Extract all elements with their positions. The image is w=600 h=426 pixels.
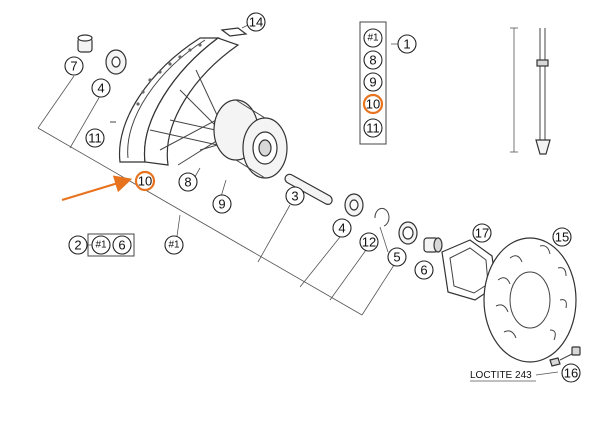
svg-text:14: 14 bbox=[249, 15, 263, 30]
brake-disc bbox=[483, 237, 577, 363]
svg-text:6: 6 bbox=[118, 238, 125, 253]
axle-spacer bbox=[284, 173, 333, 205]
svg-text:3: 3 bbox=[291, 189, 298, 204]
svg-text:1: 1 bbox=[403, 37, 410, 52]
small-box-item-1: #1 bbox=[91, 235, 111, 255]
callout-14: 14 bbox=[246, 12, 266, 32]
svg-text:15: 15 bbox=[555, 230, 569, 245]
svg-text:10: 10 bbox=[366, 97, 380, 112]
callout-3: 3 bbox=[285, 186, 305, 206]
highlight-arrow bbox=[61, 175, 133, 202]
svg-text:#1: #1 bbox=[168, 240, 180, 251]
callout-15: 15 bbox=[552, 227, 572, 247]
disc-bolt bbox=[549, 346, 581, 367]
svg-text:16: 16 bbox=[564, 366, 578, 381]
group-item-11: 11 bbox=[363, 118, 383, 138]
svg-text:12: 12 bbox=[362, 235, 376, 250]
svg-text:#1: #1 bbox=[367, 33, 379, 44]
callout-12: 12 bbox=[359, 232, 379, 252]
group-item-1: #1 bbox=[363, 28, 383, 48]
spacer-small bbox=[77, 34, 93, 53]
bearing-left bbox=[105, 49, 127, 75]
small-box-item-6: 6 bbox=[112, 235, 132, 255]
small-box-label-2: 2 bbox=[68, 235, 88, 255]
shaft-seal bbox=[398, 221, 418, 245]
callout-9: 9 bbox=[212, 194, 232, 214]
svg-text:8: 8 bbox=[184, 175, 191, 190]
svg-text:8: 8 bbox=[369, 53, 376, 68]
svg-text:4: 4 bbox=[338, 221, 345, 236]
svg-text:6: 6 bbox=[420, 263, 427, 278]
svg-text:5: 5 bbox=[393, 250, 400, 265]
callout-1a: #1 bbox=[164, 235, 184, 255]
callout-6: 6 bbox=[414, 260, 434, 280]
callout-7: 7 bbox=[64, 56, 84, 76]
circlip bbox=[374, 207, 390, 227]
svg-text:4: 4 bbox=[97, 81, 104, 96]
svg-text:11: 11 bbox=[88, 131, 102, 146]
group-item-10: 10 bbox=[362, 93, 384, 115]
callout-11a: 11 bbox=[85, 128, 105, 148]
svg-text:17: 17 bbox=[475, 226, 489, 241]
callout-5: 5 bbox=[387, 247, 407, 267]
callout-4b: 4 bbox=[332, 218, 352, 238]
svg-text:2: 2 bbox=[74, 238, 81, 253]
callout-17: 17 bbox=[472, 223, 492, 243]
callout-16: 16 bbox=[561, 363, 581, 383]
callout-10: 10 bbox=[134, 170, 156, 192]
group-item-9: 9 bbox=[363, 72, 383, 92]
rim bbox=[118, 37, 240, 166]
callout-4a: 4 bbox=[91, 78, 111, 98]
svg-text:#1: #1 bbox=[95, 240, 107, 251]
spacer-right bbox=[423, 237, 443, 253]
reference-lines bbox=[37, 75, 395, 316]
bearing-right bbox=[344, 193, 364, 217]
group-label-1: 1 bbox=[397, 34, 417, 54]
group-item-8: 8 bbox=[363, 50, 383, 70]
spoke-detail bbox=[510, 27, 551, 155]
rim-tape bbox=[220, 27, 248, 37]
svg-text:7: 7 bbox=[70, 59, 77, 74]
svg-text:9: 9 bbox=[218, 197, 225, 212]
loctite-label: LOCTITE 243 bbox=[470, 370, 532, 381]
callout-8: 8 bbox=[178, 172, 198, 192]
svg-text:11: 11 bbox=[366, 121, 380, 136]
hub bbox=[213, 99, 288, 179]
svg-text:10: 10 bbox=[138, 174, 152, 189]
svg-text:9: 9 bbox=[369, 75, 376, 90]
